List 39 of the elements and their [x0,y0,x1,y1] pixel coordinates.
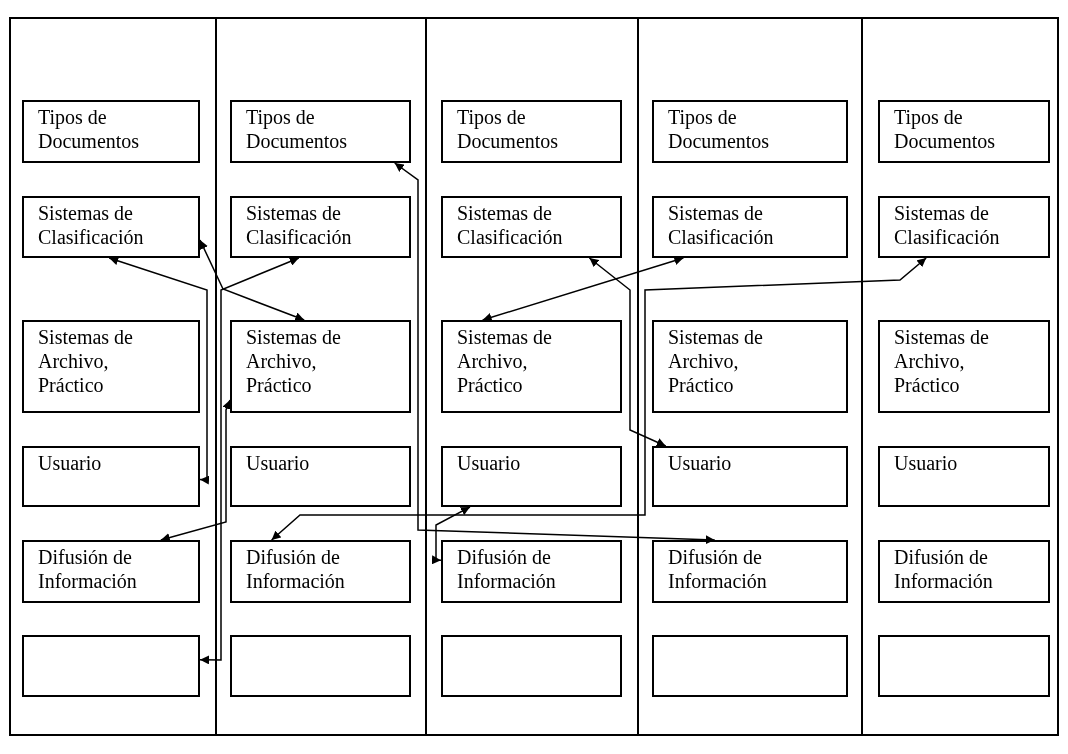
process-box: Tipos de Documentos [441,100,622,163]
process-box: Sistemas de Archivo, Práctico [22,320,200,413]
empty-box [652,635,848,697]
process-box: Usuario [230,446,411,507]
empty-box [22,635,200,697]
process-box: Sistemas de Archivo, Práctico [652,320,848,413]
double-headed-arrow [431,506,471,565]
double-headed-arrow [393,162,716,545]
double-headed-arrow [199,257,300,665]
process-box: Difusión de Información [22,540,200,603]
process-box: Tipos de Documentos [652,100,848,163]
process-box: Sistemas de Archivo, Práctico [441,320,622,413]
process-box: Tipos de Documentos [22,100,200,163]
process-box: Usuario [22,446,200,507]
double-headed-arrow [481,256,685,322]
process-box: Tipos de Documentos [878,100,1050,163]
double-headed-arrow [588,257,667,447]
process-box: Difusión de Información [652,540,848,603]
process-box: Tipos de Documentos [230,100,411,163]
double-headed-arrow [199,239,305,321]
process-box: Sistemas de Clasificación [22,196,200,258]
double-headed-arrow [160,399,231,542]
process-box: Usuario [652,446,848,507]
process-box: Sistemas de Clasificación [441,196,622,258]
empty-box [230,635,411,697]
empty-box [441,635,622,697]
process-box: Difusión de Información [878,540,1050,603]
process-box: Sistemas de Clasificación [652,196,848,258]
process-box: Sistemas de Archivo, Práctico [878,320,1050,413]
process-box: Sistemas de Archivo, Práctico [230,320,411,413]
double-headed-arrow [270,257,927,541]
double-headed-arrow [108,256,210,485]
process-box: Usuario [441,446,622,507]
process-box: Sistemas de Clasificación [230,196,411,258]
process-box: Difusión de Información [230,540,411,603]
process-box: Sistemas de Clasificación [878,196,1050,258]
process-box: Difusión de Información [441,540,622,603]
process-box: Usuario [878,446,1050,507]
empty-box [878,635,1050,697]
